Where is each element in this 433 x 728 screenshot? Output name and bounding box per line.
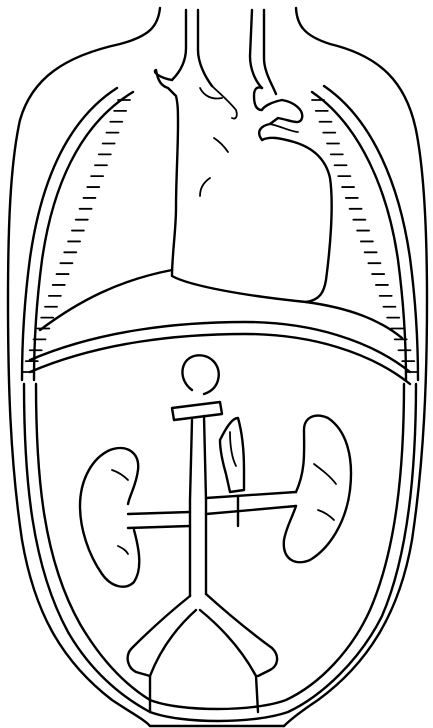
left-kidney — [80, 448, 139, 587]
right-kidney — [284, 416, 351, 563]
renal-vessels — [128, 492, 296, 528]
abdominal-cavity-wall — [24, 384, 416, 721]
right-rib-column — [312, 86, 418, 380]
iliac-vessels — [128, 594, 277, 712]
diaphragm — [30, 270, 410, 384]
aorta-and-vena-cava — [172, 355, 244, 596]
neck-vessels — [172, 10, 276, 94]
left-rib-column — [22, 88, 133, 380]
heart — [155, 70, 332, 302]
